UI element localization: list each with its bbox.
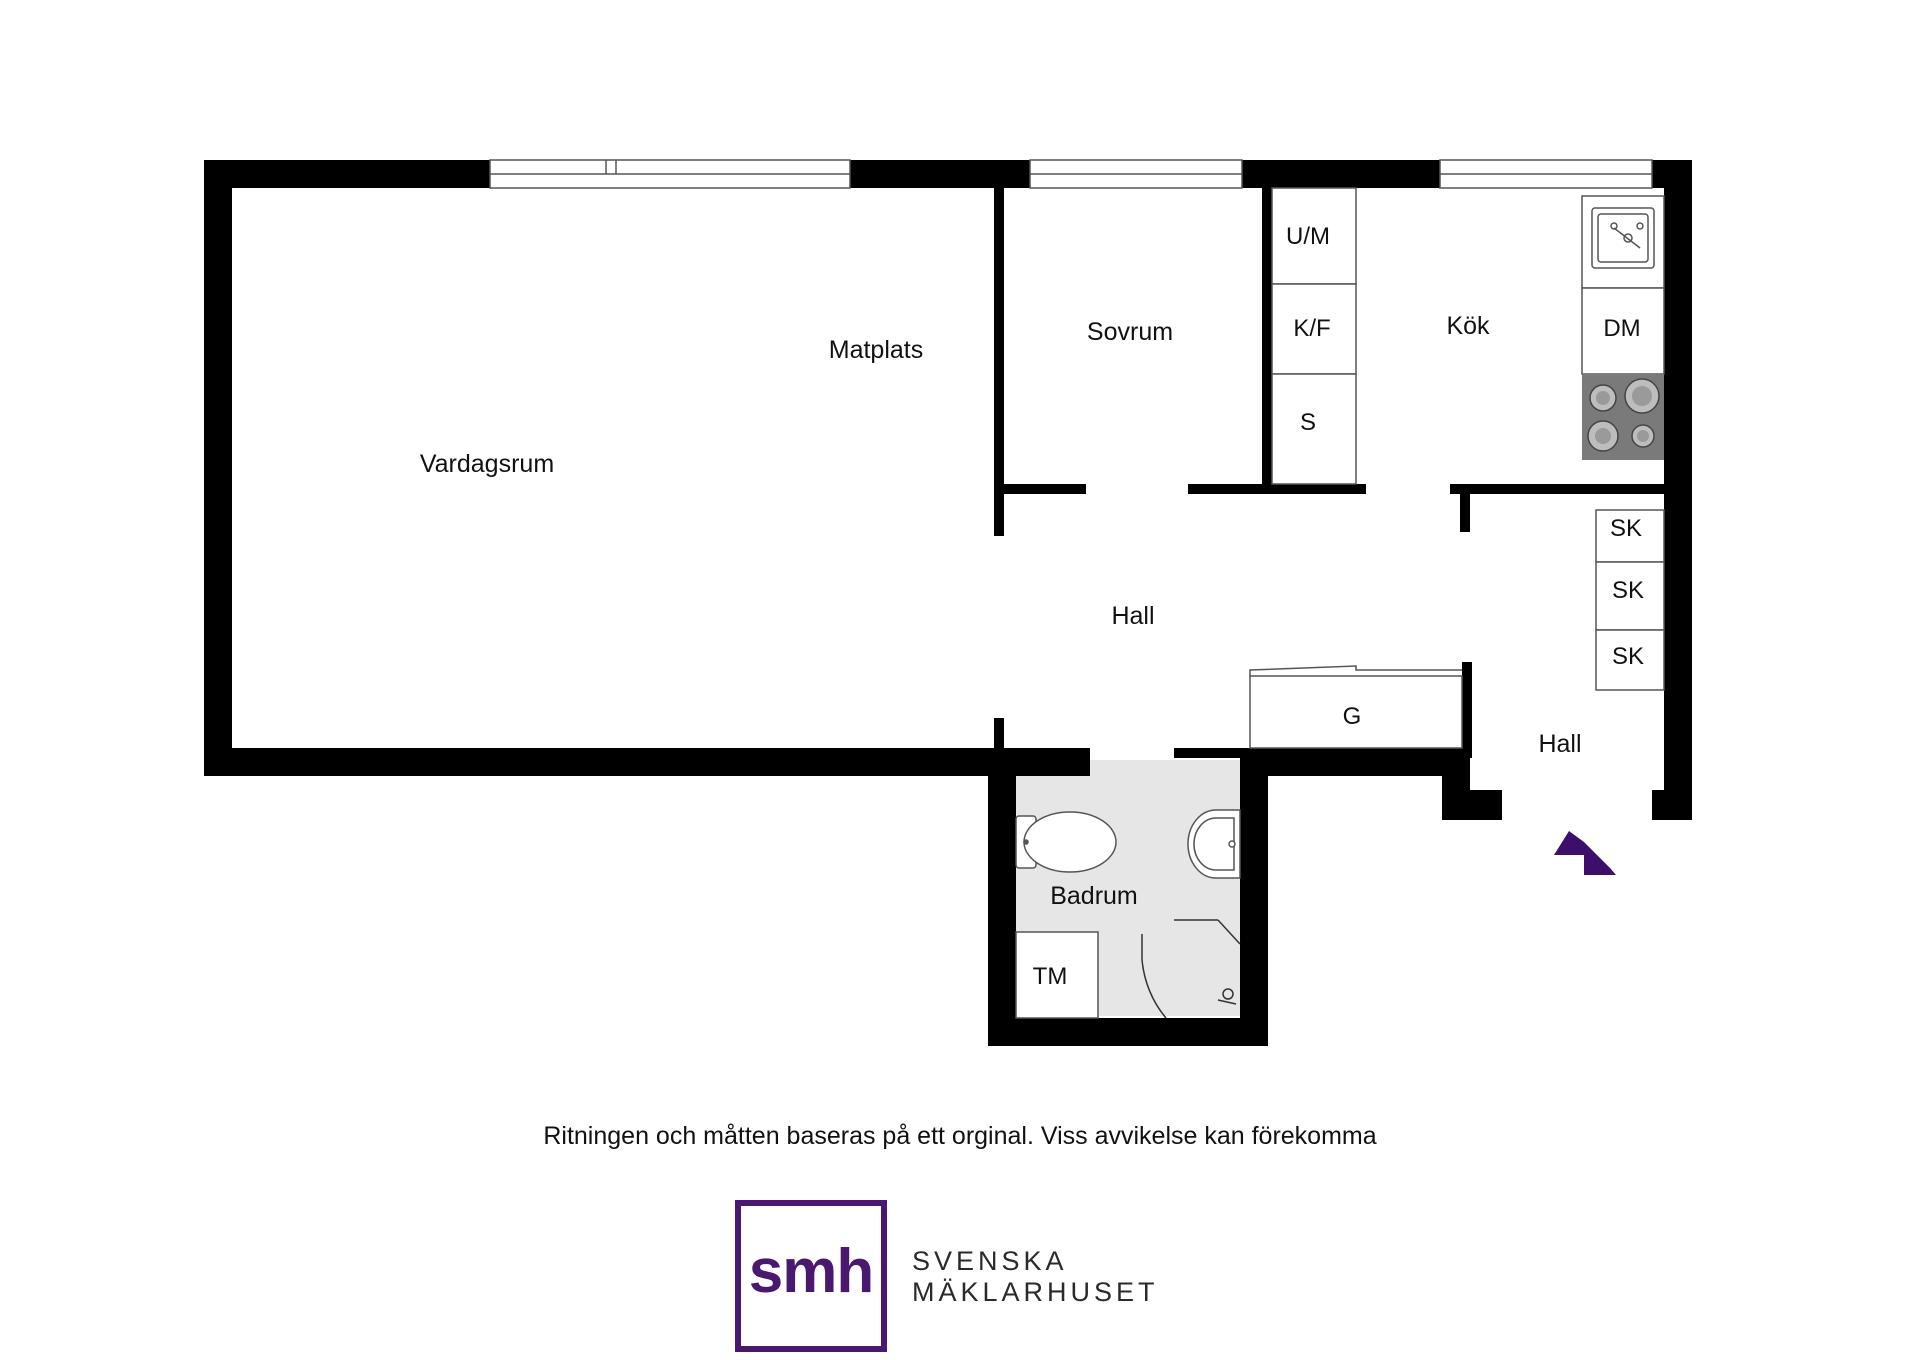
fixture-label-kf: K/F — [1293, 315, 1330, 342]
fixture-label-tm: TM — [1033, 963, 1068, 990]
logo-mark-text: smh — [749, 1237, 873, 1306]
stove-icon — [1582, 374, 1664, 460]
shower-icon — [1141, 919, 1241, 1019]
entry-arrow-icon — [1554, 831, 1616, 875]
fixture-label-sk-3: SK — [1612, 643, 1644, 670]
room-label-kok: Kök — [1446, 312, 1490, 340]
company-logo: smh SVENSKA MÄKLARHUSET — [735, 1200, 1175, 1360]
fixture-label-sk-2: SK — [1612, 577, 1644, 604]
fixture-label-s: S — [1300, 409, 1316, 436]
windows — [489, 159, 1653, 189]
fixture-label-sk-1: SK — [1610, 515, 1642, 542]
sink-icon — [1591, 207, 1655, 269]
room-label-hall-main: Hall — [1111, 602, 1154, 630]
logo-wordmark: SVENSKA MÄKLARHUSET — [912, 1246, 1159, 1308]
room-label-hall-entry: Hall — [1538, 730, 1581, 758]
fixture-label-g: G — [1343, 703, 1362, 730]
kitchen-fixtures — [1271, 187, 1665, 691]
disclaimer: Ritningen och måtten baseras på ett orgi… — [543, 1122, 1377, 1150]
fixture-label-um: U/M — [1286, 223, 1330, 250]
room-label-matplats: Matplats — [829, 336, 923, 364]
logo-line-1: SVENSKA — [912, 1246, 1068, 1276]
washbasin-icon — [1187, 809, 1241, 879]
fixture-label-dm: DM — [1603, 315, 1640, 342]
room-label-badrum: Badrum — [1050, 882, 1138, 910]
room-label-vardagsrum: Vardagsrum — [420, 450, 554, 478]
toilet-icon — [1015, 811, 1117, 873]
room-label-sovrum: Sovrum — [1087, 318, 1173, 346]
logo-line-2: MÄKLARHUSET — [912, 1277, 1159, 1307]
washing-machine-tm — [1015, 931, 1099, 1019]
walls — [204, 160, 1692, 1046]
smh-logo-mark: smh — [735, 1200, 887, 1352]
wardrobe-g — [1249, 665, 1463, 749]
interior-walls — [994, 186, 1666, 758]
